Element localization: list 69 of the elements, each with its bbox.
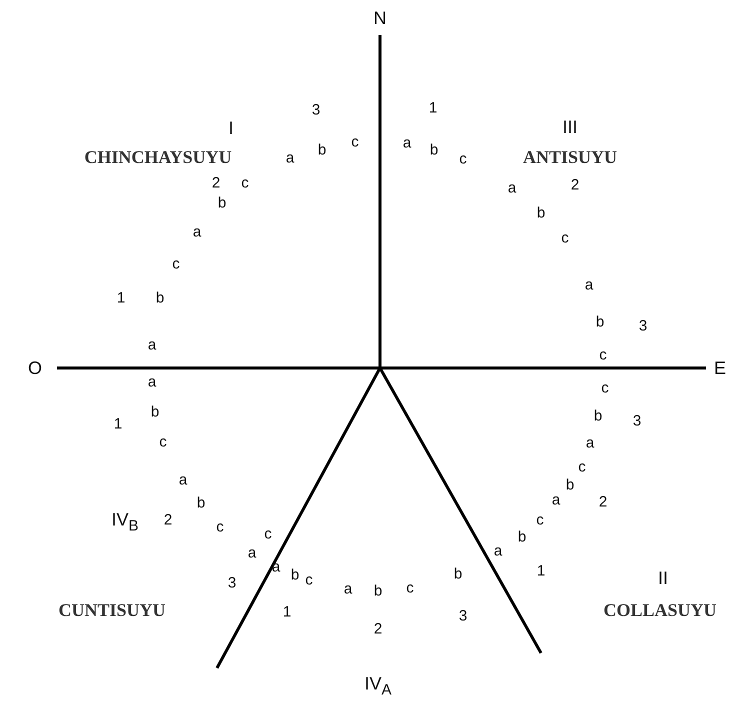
ceque-letter: c <box>351 134 359 150</box>
ceque-letter: c <box>216 520 224 534</box>
compass-label: E <box>714 359 726 377</box>
ceque-letter: b <box>156 290 164 306</box>
ceque-letter: b <box>454 566 462 582</box>
ceque-letter: b <box>318 142 326 158</box>
ceque-letter: b <box>518 530 526 544</box>
ceque-letter: c <box>459 152 467 166</box>
roman-numeral: II <box>658 569 668 587</box>
ceque-number: 2 <box>598 494 608 510</box>
ceque-letter: c <box>406 580 414 596</box>
region-name: ANTISUYU <box>522 148 618 166</box>
ceque-letter: b <box>596 314 604 330</box>
ceque-letter: b <box>290 568 300 582</box>
ceque-letter: a <box>402 136 412 150</box>
ceque-letter: c <box>561 230 569 246</box>
ceque-number: 3 <box>228 576 236 590</box>
ceque-letter: a <box>178 472 188 488</box>
ceque-letter: a <box>586 436 594 450</box>
ceque-letter: a <box>148 338 156 352</box>
ceque-number: 2 <box>212 176 220 190</box>
ceque-letter: b <box>218 196 226 210</box>
ceque-letter: c <box>536 512 544 528</box>
roman-numeral: III <box>562 118 578 136</box>
ceque-letter: b <box>430 142 438 158</box>
roman-numeral: IV$_{A}$ <box>364 674 392 698</box>
ceque-letter: a <box>286 150 294 166</box>
ceque-number: 1 <box>536 564 546 578</box>
ceque-number: 1 <box>114 416 122 432</box>
ceque-letter: a <box>192 224 202 240</box>
region-name: CUNTISUYU <box>58 601 166 619</box>
ceque-number: 2 <box>374 622 382 636</box>
ceque-letter: a <box>248 546 256 560</box>
ceque-number: 1 <box>428 100 438 116</box>
ceque-number: 1 <box>116 290 126 306</box>
ceque-letter: c <box>172 256 180 272</box>
ceque-letter: c <box>601 380 609 396</box>
ceque-letter: a <box>584 278 594 292</box>
region-name: COLLASUYU <box>603 601 717 619</box>
ceque-number: 3 <box>458 608 468 624</box>
ceque-number: 2 <box>570 178 580 192</box>
ceque-number: 3 <box>312 102 320 118</box>
ceque-letter: a <box>344 582 352 596</box>
ceque-letter: b <box>374 584 382 598</box>
ceque-letter: a <box>494 544 502 558</box>
ceque-letter: b <box>196 496 206 510</box>
ceque-letter: b <box>594 408 602 424</box>
ceque-number: 3 <box>638 318 648 334</box>
ceque-letter: c <box>599 348 607 362</box>
ceque-letter: a <box>508 180 516 196</box>
compass-label: O <box>28 359 42 377</box>
roman-numeral: I <box>228 119 234 137</box>
compass-label: N <box>374 9 386 27</box>
ceque-letter: b <box>536 206 546 220</box>
roman-numeral: IV$_{B}$ <box>111 510 139 534</box>
ceque-letter: c <box>264 526 272 542</box>
ceque-letter: a <box>552 492 560 508</box>
ceque-number: 2 <box>164 512 172 528</box>
ceque-number: 1 <box>282 604 292 620</box>
ceque-letter: a <box>272 560 280 574</box>
ceque-letter: c <box>578 460 586 474</box>
ceque-letter: c <box>305 572 313 588</box>
ceque-letter: c <box>241 176 249 190</box>
ceque-number: 3 <box>632 414 642 428</box>
ceque-letter: a <box>148 374 156 390</box>
ceque-letter: b <box>566 478 574 492</box>
ceque-letter: c <box>159 434 167 450</box>
region-name: CHINCHAYSUYU <box>84 148 232 166</box>
ceque-letter: b <box>150 404 160 420</box>
